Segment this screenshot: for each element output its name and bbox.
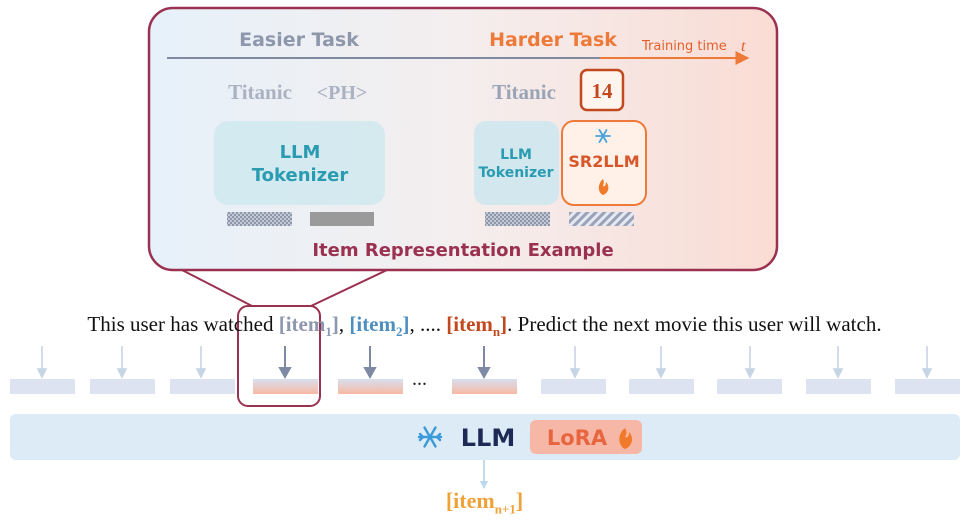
right-item-title: Titanic	[492, 80, 556, 104]
fire-icon	[598, 179, 609, 195]
lora-label: LoRA	[547, 426, 608, 450]
sr2llm-label: SR2LLM	[568, 152, 639, 171]
prompt-prefix: This user has watched	[87, 312, 279, 336]
left-tokenizer-line2: Tokenizer	[252, 165, 349, 186]
item2-token-text: [item2]	[349, 312, 410, 340]
input-arrows	[36, 346, 933, 379]
training-time-variable: t	[741, 38, 746, 55]
item1-word: item	[285, 312, 326, 336]
output-arrow-head	[480, 481, 488, 489]
left-token-embedding-2	[310, 212, 374, 226]
output-subscript: n+1	[494, 501, 516, 517]
sr2llm-token-embedding	[569, 212, 634, 226]
item1-subscript: 1	[325, 324, 332, 340]
right-tokenizer-line2: Tokenizer	[478, 165, 553, 181]
easier-task-label: Easier Task	[239, 29, 359, 51]
connector-left	[181, 269, 253, 307]
token-ellipsis: ...	[412, 368, 427, 390]
left-tokenizer-box	[214, 121, 385, 205]
left-tokenizer-line1: LLM	[280, 142, 321, 163]
left-token-embedding-1	[227, 212, 292, 226]
output-item: [itemn+1]	[445, 488, 524, 517]
snowflake-icon	[417, 426, 443, 448]
right-tokenizer-line1: LLM	[500, 147, 532, 163]
harder-task-label: Harder Task	[489, 29, 617, 51]
itemn-token-text: [itemn]	[446, 312, 508, 340]
item2-token	[338, 379, 403, 394]
training-time-label: Training time	[641, 39, 727, 54]
item-arrows	[278, 346, 491, 380]
right-tokenizer-box	[474, 121, 559, 205]
right-token-embedding-1	[485, 212, 550, 226]
sr2llm-box	[561, 120, 647, 206]
output-word: item	[453, 488, 495, 513]
left-item-title: Titanic	[228, 80, 292, 104]
itemn-token	[452, 379, 517, 394]
prompt-sentence: This user has watched [item1], [item2], …	[87, 312, 882, 340]
connector-right	[310, 269, 388, 307]
panel-caption: Item Representation Example	[312, 240, 613, 261]
item1-token	[253, 379, 318, 394]
token-placeholders	[10, 379, 960, 394]
prompt-suffix: . Predict the next movie this user will …	[507, 312, 882, 336]
item1-token-text: [item1]	[278, 312, 339, 340]
fire-icon	[619, 428, 633, 449]
lora-badge	[530, 420, 642, 454]
placeholder-token: <PH>	[317, 82, 368, 104]
score-token-box	[579, 68, 625, 112]
prompt-middle: , ....	[409, 312, 447, 336]
itemn-word: item	[453, 312, 493, 336]
item1-highlight	[237, 305, 321, 407]
snowflake-icon	[595, 129, 611, 143]
llm-bar	[10, 414, 960, 460]
llm-label: LLM	[461, 424, 515, 452]
score-token: 14	[592, 79, 614, 103]
itemn-subscript: n	[492, 324, 501, 340]
item2-subscript: 2	[396, 324, 403, 340]
item2-word: item	[356, 312, 397, 336]
